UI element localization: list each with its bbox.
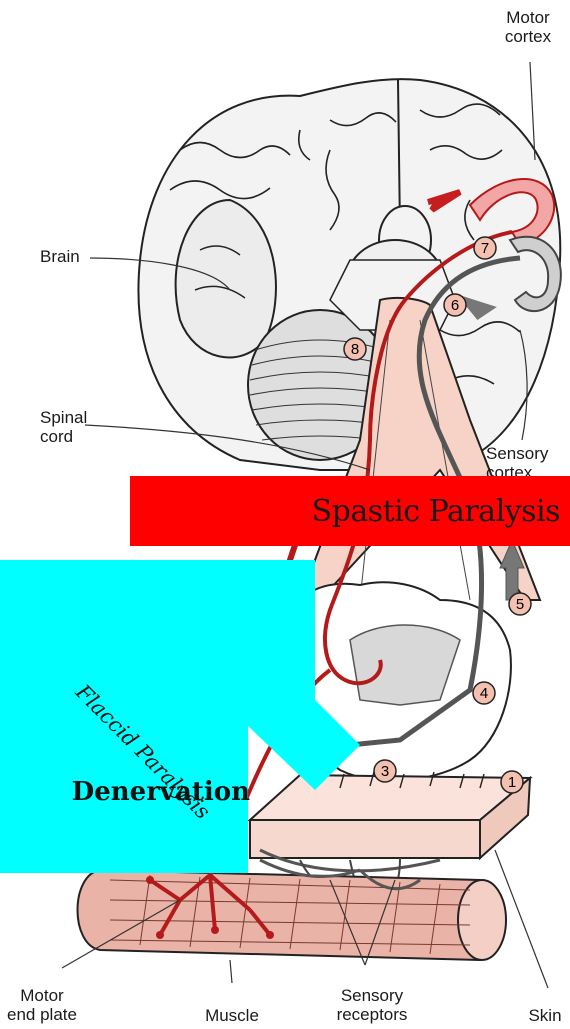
step-badge-4: 4 bbox=[473, 682, 495, 704]
label-skin-text: Skin bbox=[528, 1006, 561, 1025]
step-badge-1: 1 bbox=[501, 771, 523, 793]
step-badge-3: 3 bbox=[374, 760, 396, 782]
label-sensory-receptors: Sensory receptors bbox=[322, 986, 422, 1024]
label-brain-text: Brain bbox=[40, 247, 80, 266]
brain-illustration bbox=[138, 79, 560, 470]
label-sensory-receptors-line2: receptors bbox=[322, 1005, 422, 1024]
label-motor-cortex-line2: cortex bbox=[488, 27, 568, 46]
label-motor-end-plate-line1: Motor bbox=[0, 986, 84, 1005]
label-sensory-receptors-line1: Sensory bbox=[322, 986, 422, 1005]
label-spinal-cord: Spinal cord bbox=[40, 408, 87, 446]
label-motor-cortex-line1: Motor bbox=[488, 8, 568, 27]
label-spinal-cord-line1: Spinal bbox=[40, 408, 87, 427]
step-badge-8: 8 bbox=[344, 338, 366, 360]
label-motor-end-plate: Motor end plate bbox=[0, 986, 84, 1024]
label-sensory-cortex-line1: Sensory bbox=[486, 444, 548, 463]
svg-text:5: 5 bbox=[516, 596, 524, 613]
spastic-paralysis-text: Spastic Paralysis bbox=[312, 494, 560, 529]
label-skin: Skin bbox=[522, 1006, 568, 1025]
step-badge-7: 7 bbox=[474, 237, 496, 259]
label-motor-cortex: Motor cortex bbox=[488, 8, 568, 46]
label-muscle-text: Muscle bbox=[205, 1006, 259, 1025]
svg-text:1: 1 bbox=[508, 774, 516, 791]
denervation-text: Denervation bbox=[0, 777, 250, 807]
step-badge-6: 6 bbox=[444, 294, 466, 316]
svg-text:4: 4 bbox=[480, 685, 488, 702]
label-spinal-cord-line2: cord bbox=[40, 427, 87, 446]
label-brain: Brain bbox=[40, 247, 80, 266]
label-muscle: Muscle bbox=[190, 1006, 274, 1025]
spastic-paralysis-banner: Spastic Paralysis bbox=[130, 476, 570, 546]
denervation-text-span: Denervation bbox=[72, 777, 250, 807]
step-badge-5: 5 bbox=[509, 593, 531, 615]
svg-text:6: 6 bbox=[451, 297, 459, 314]
svg-text:3: 3 bbox=[381, 763, 389, 780]
label-motor-end-plate-line2: end plate bbox=[0, 1005, 84, 1024]
svg-text:7: 7 bbox=[481, 240, 489, 257]
svg-text:8: 8 bbox=[351, 341, 359, 358]
